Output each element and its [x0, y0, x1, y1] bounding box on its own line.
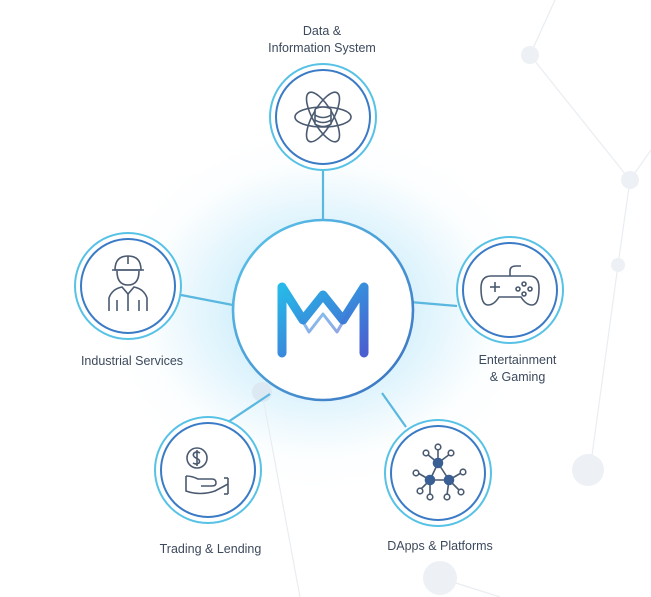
connector-entertainment — [409, 300, 458, 308]
worker-helmet-icon — [108, 255, 148, 311]
coin-hand-icon — [185, 447, 229, 495]
connector-trading — [224, 393, 271, 425]
connector-industrial — [180, 293, 239, 308]
label-trading: Trading & Lending — [159, 542, 262, 556]
atom-database-icon — [294, 91, 352, 143]
background-network — [261, 0, 651, 597]
label-dapps: DApps & Platforms — [387, 539, 493, 553]
label-data: Data & Information System — [268, 24, 376, 55]
gamepad-icon — [480, 265, 540, 306]
background-dots — [252, 46, 639, 595]
node-industrial[interactable] — [74, 232, 182, 340]
network-nodes-icon — [412, 443, 467, 501]
node-data[interactable] — [269, 63, 377, 171]
connectors — [180, 170, 458, 428]
connector-dapps — [381, 392, 407, 428]
label-industrial: Industrial Services — [80, 354, 184, 368]
node-entertainment[interactable] — [456, 236, 564, 344]
node-dapps[interactable] — [384, 419, 492, 527]
label-entertainment: Entertainment & Gaming — [478, 353, 557, 384]
mw-logo-icon — [277, 282, 369, 358]
node-trading[interactable] — [154, 416, 262, 524]
center-hub — [231, 218, 415, 402]
